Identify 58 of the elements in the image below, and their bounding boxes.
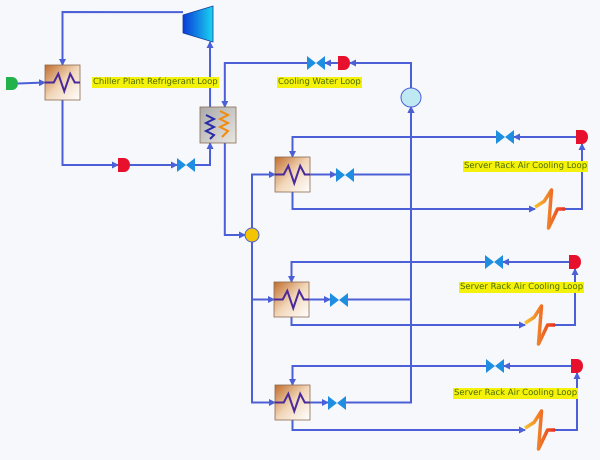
- pipe-connector: [292, 420, 526, 434]
- valve-symbol: [496, 130, 514, 144]
- pipe-connector: [309, 296, 331, 303]
- pipe-connector: [324, 60, 338, 66]
- flow-source-symbol: [6, 77, 18, 90]
- pipe-connector: [310, 171, 337, 178]
- pipe-connector: [62, 100, 119, 168]
- pipe-connector: [349, 60, 412, 88]
- pipe-connector: [288, 261, 485, 283]
- pipe-connector: [503, 362, 571, 370]
- heater-coil-symbol: [535, 190, 565, 228]
- pump-symbol: [338, 56, 350, 70]
- pipe-connector: [59, 11, 183, 66]
- pipe-connector: [502, 258, 569, 266]
- pipe-connector: [555, 372, 580, 431]
- heat-exchanger-block: [45, 65, 80, 100]
- reservoir-symbol: [401, 88, 421, 107]
- pipe-connector: [289, 136, 496, 158]
- pipe-connector: [565, 143, 586, 210]
- heat-exchanger-block: [275, 157, 310, 192]
- pipe-connector: [130, 162, 178, 168]
- pipe-connector: [221, 62, 307, 108]
- pipe-connector: [289, 365, 486, 386]
- pipe-connector: [346, 106, 414, 404]
- pump-symbol: [569, 255, 581, 269]
- valve-symbol: [336, 168, 354, 182]
- pipe-connector: [18, 79, 46, 86]
- loop-label: Cooling Water Loop: [277, 77, 362, 88]
- valve-symbol: [177, 158, 195, 172]
- heater-coil-symbol: [525, 411, 555, 449]
- compressor-symbol: [183, 6, 213, 42]
- loop-label: Server Rack Air Cooling Loop: [463, 161, 588, 172]
- pump-symbol: [576, 130, 588, 144]
- pipe-connector: [310, 399, 329, 406]
- pipe-connector: [290, 317, 526, 328]
- condenser-block: [200, 107, 236, 143]
- loop-label: Server Rack Air Cooling Loop: [453, 388, 578, 399]
- loop-label: Chiller Plant Refrigerant Loop: [92, 77, 219, 88]
- pump-symbol: [571, 359, 583, 373]
- junction-symbol: [245, 228, 259, 242]
- pipe-connector: [251, 242, 276, 406]
- valve-symbol: [307, 56, 325, 70]
- pump-symbol: [118, 158, 130, 172]
- valve-symbol: [486, 359, 504, 373]
- pipe-connector: [292, 192, 536, 212]
- valve-symbol: [485, 255, 503, 269]
- pipe-connector: [206, 41, 214, 107]
- valve-symbol: [330, 292, 348, 306]
- valve-symbol: [328, 396, 346, 410]
- heat-exchanger-block: [274, 282, 309, 317]
- pipe-connector: [195, 142, 214, 166]
- heater-coil-symbol: [525, 306, 555, 344]
- pipe-connector: [513, 134, 576, 140]
- pipe-connector: [224, 143, 246, 238]
- loop-label: Server Rack Air Cooling Loop: [459, 282, 584, 293]
- pipe-connector: [555, 268, 578, 326]
- heat-exchanger-block: [275, 385, 310, 420]
- pipe-connector: [251, 171, 276, 228]
